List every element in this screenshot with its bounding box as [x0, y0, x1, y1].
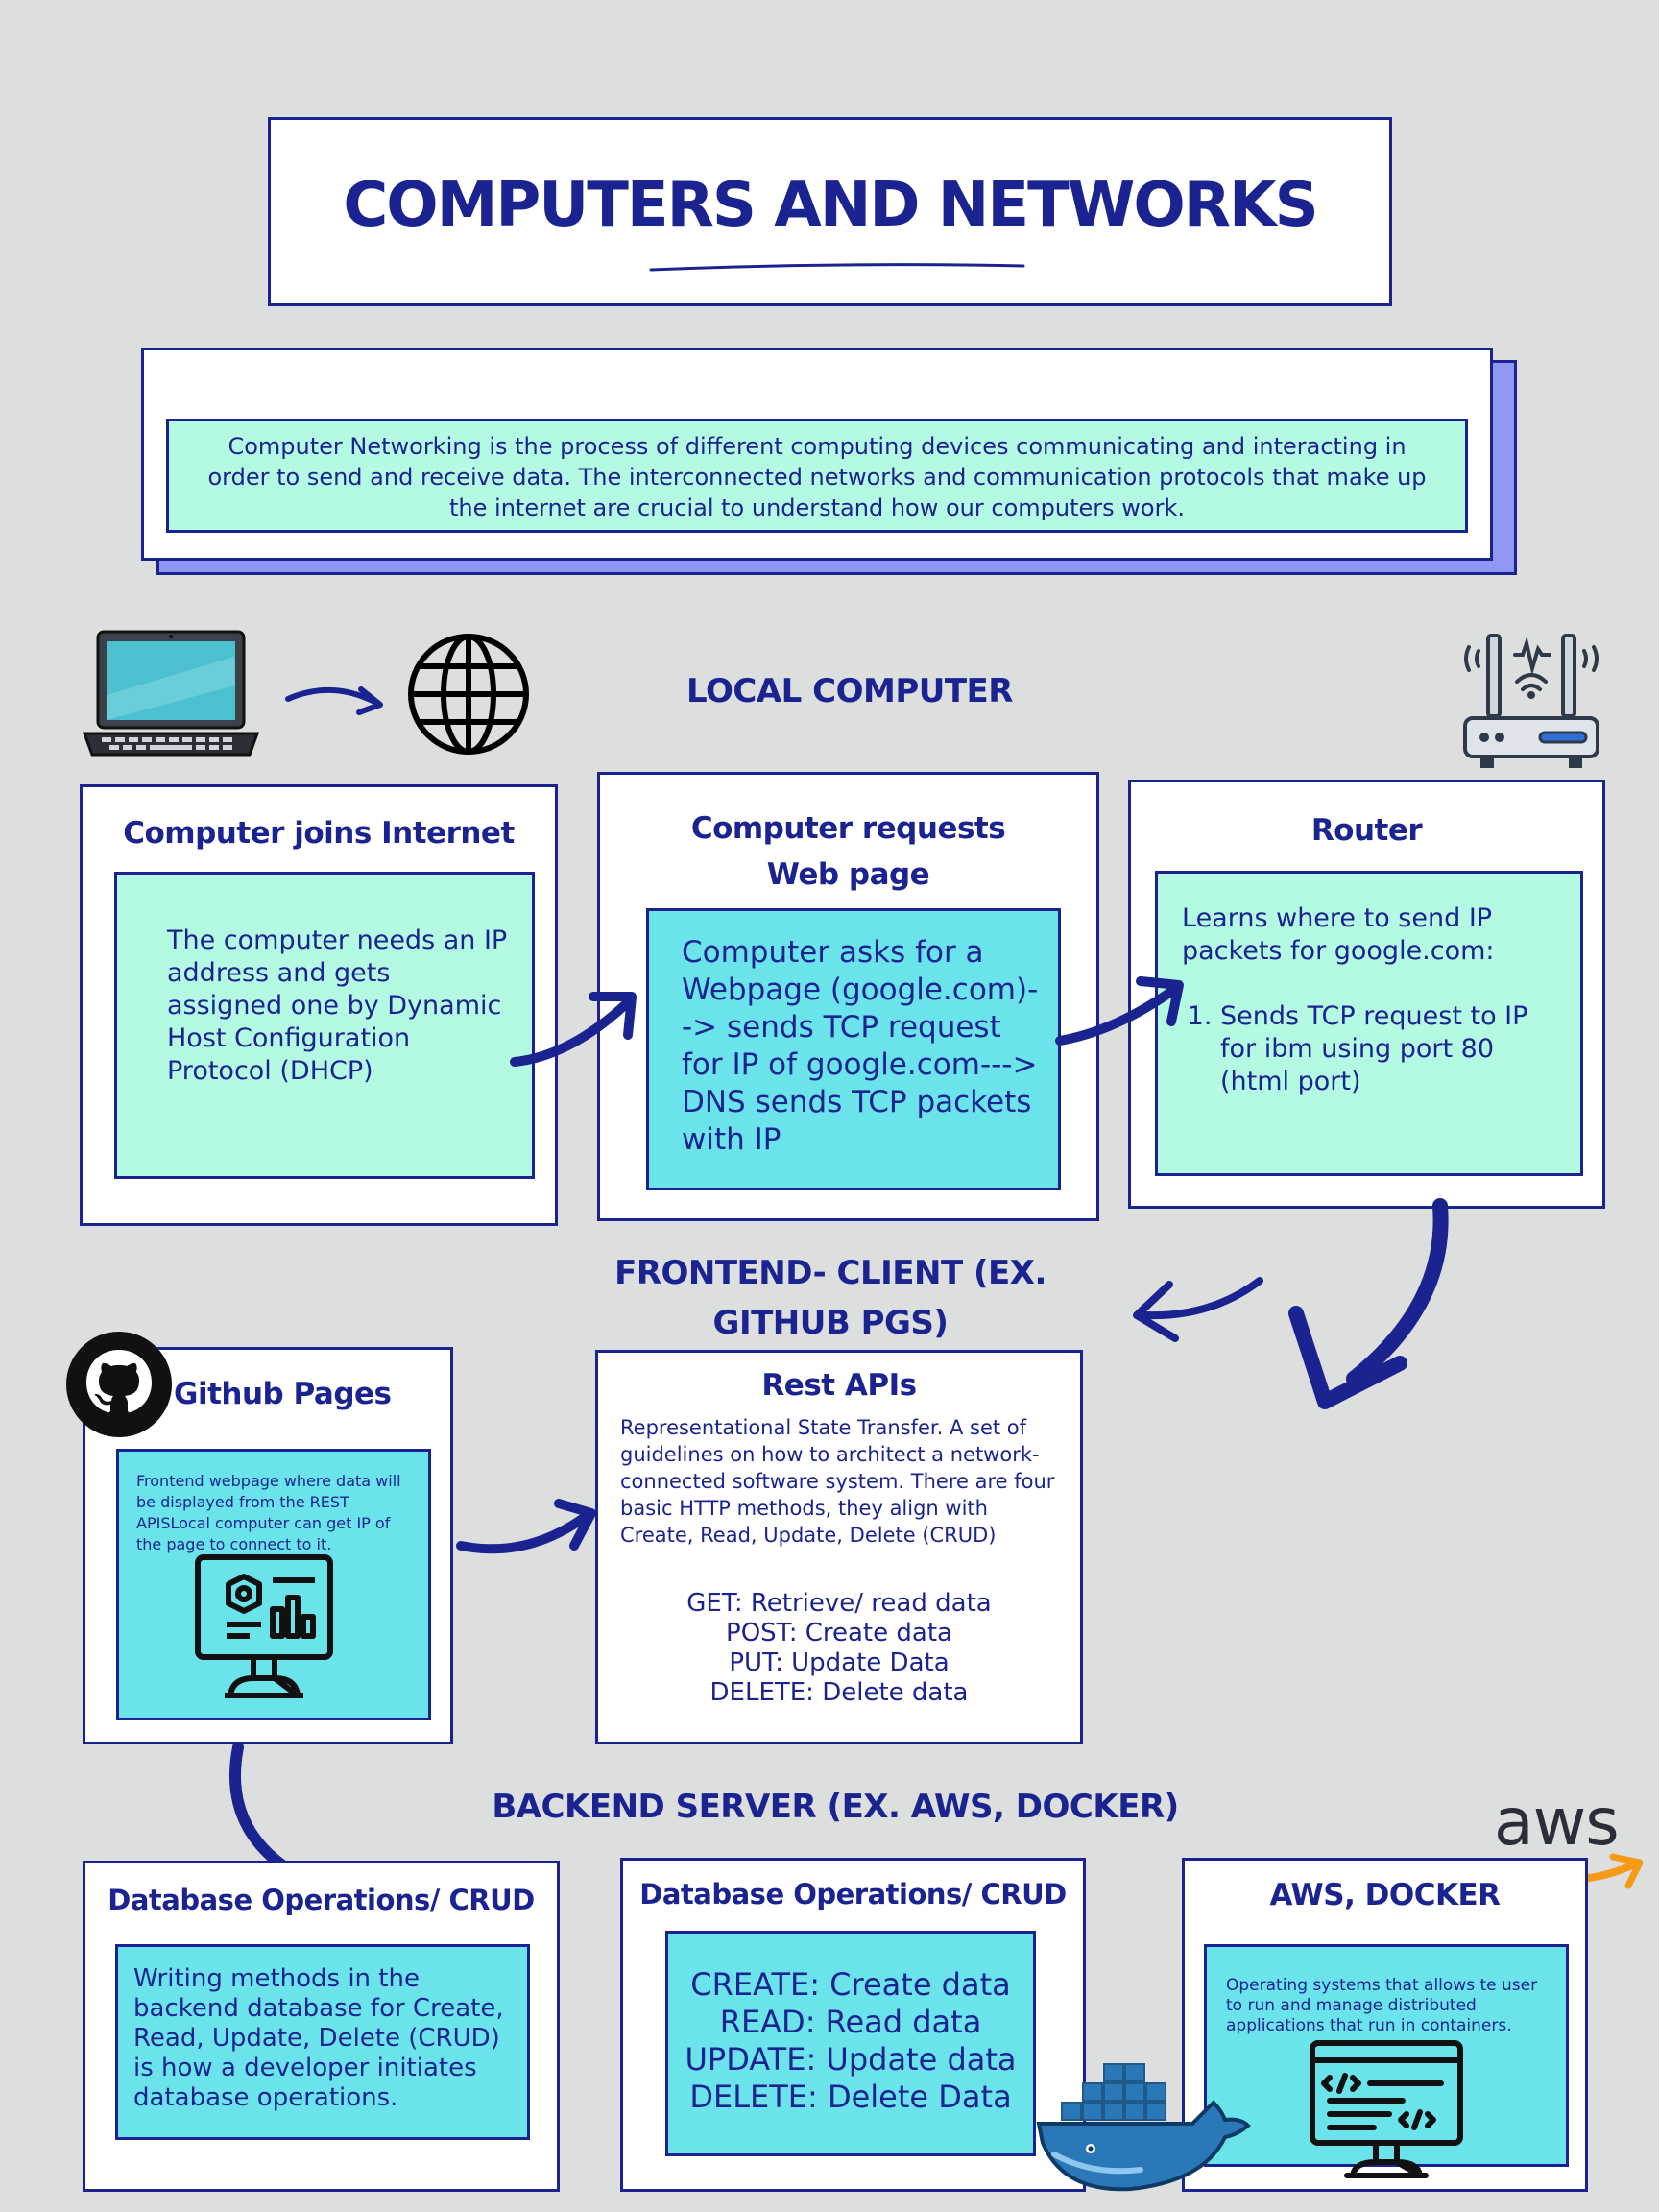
arrow-github-to-rest: [456, 1499, 596, 1554]
title-underline: [649, 263, 1025, 272]
crud-create: CREATE: Create data: [690, 1966, 1011, 2003]
card-title: Router: [1310, 813, 1423, 848]
card-inner: Learns where to send IP packets for goog…: [1155, 871, 1583, 1176]
crud-update: UPDATE: Update data: [685, 2041, 1017, 2078]
arrow-to-frontend: [1133, 1277, 1263, 1342]
method-put: PUT: Update Data: [729, 1648, 950, 1677]
intro-text: Computer Networking is the process of di…: [207, 433, 1427, 521]
router-icon: [1463, 634, 1599, 768]
router-step: Sends TCP request to IP for ibm using po…: [1220, 1000, 1561, 1098]
arrow-requests-to-router: [1055, 976, 1184, 1046]
card-router: Router Learns where to send IP packets f…: [1128, 780, 1605, 1209]
crud-read: READ: Read data: [719, 2004, 982, 2040]
card-title: Github Pages: [174, 1377, 392, 1411]
section-backend: BACKEND SERVER (EX. AWS, DOCKER): [492, 1788, 1179, 1826]
card-database-operations-1: Database Operations/ CRUD Writing method…: [83, 1861, 560, 2192]
card-database-operations-2: Database Operations/ CRUD CREATE: Create…: [620, 1858, 1086, 2192]
card-inner: Writing methods in the backend database …: [115, 1944, 530, 2140]
card-inner: The computer needs an IP address and get…: [114, 872, 535, 1179]
method-get: GET: Retrieve/ read data: [686, 1589, 992, 1618]
card-title: Database Operations/ CRUD: [108, 1884, 535, 1916]
title-box: COMPUTERS AND NETWORKS: [268, 117, 1392, 306]
card-title: Rest APIs: [761, 1368, 917, 1403]
card-text: Learns where to send IP packets for goog…: [1182, 903, 1495, 966]
card-inner: Computer asks for a Webpage (google.com)…: [646, 908, 1061, 1190]
arrow-joins-to-requests: [510, 992, 637, 1067]
arrow-router-down: [1288, 1198, 1449, 1409]
http-methods: GET: Retrieve/ read data POST: Create da…: [598, 1589, 1080, 1708]
dashboard-monitor-icon: [195, 1554, 333, 1698]
page-title: COMPUTERS AND NETWORKS: [343, 170, 1318, 241]
card-title: Computer requests Web page: [690, 811, 1006, 892]
intro-inner: Computer Networking is the process of di…: [166, 419, 1468, 533]
router-steps: Sends TCP request to IP for ibm using po…: [1182, 1000, 1561, 1098]
section-local-computer: LOCAL COMPUTER: [686, 672, 1013, 710]
github-icon: [66, 1332, 172, 1437]
card-title: Database Operations/ CRUD: [639, 1878, 1067, 1911]
intro-card: Computer Networking is the process of di…: [141, 348, 1493, 561]
code-monitor-icon: [1310, 2040, 1463, 2178]
aws-logo-text: aws: [1494, 1785, 1620, 1861]
laptop-icon: [82, 630, 260, 757]
card-rest-apis: Rest APIs Representational State Transfe…: [595, 1350, 1083, 1744]
card-computer-joins-internet: Computer joins Internet The computer nee…: [80, 784, 558, 1226]
method-delete: DELETE: Delete data: [709, 1678, 969, 1707]
arrow-laptop-to-globe: [285, 686, 383, 715]
card-aws-docker: AWS, DOCKER Operating systems that allow…: [1182, 1858, 1588, 2192]
card-text: Operating systems that allows te user to…: [1226, 1976, 1538, 2035]
card-title: AWS, DOCKER: [1269, 1878, 1501, 1912]
section-frontend: FRONTEND- CLIENT (EX. GITHUB PGS): [614, 1254, 1046, 1342]
card-title: Computer joins Internet: [123, 816, 515, 851]
card-inner: CREATE: Create data READ: Read data UPDA…: [665, 1931, 1036, 2156]
method-post: POST: Create data: [726, 1619, 952, 1647]
globe-icon: [408, 634, 529, 755]
card-text: Representational State Transfer. A set o…: [620, 1416, 1055, 1547]
card-inner: Operating systems that allows te user to…: [1204, 1944, 1569, 2167]
card-text: Computer asks for a Webpage (google.com)…: [682, 935, 1039, 1157]
card-text: Frontend webpage where data will be disp…: [136, 1472, 401, 1553]
crud-delete: DELETE: Delete Data: [689, 2079, 1012, 2115]
crud-list: CREATE: Create data READ: Read data UPDA…: [668, 1966, 1033, 2116]
card-text: Writing methods in the backend database …: [133, 1964, 504, 2112]
docker-whale-icon: [1036, 2063, 1251, 2192]
card-computer-requests-webpage: Computer requests Web page Computer asks…: [597, 772, 1099, 1221]
card-text: The computer needs an IP address and get…: [167, 926, 508, 1086]
